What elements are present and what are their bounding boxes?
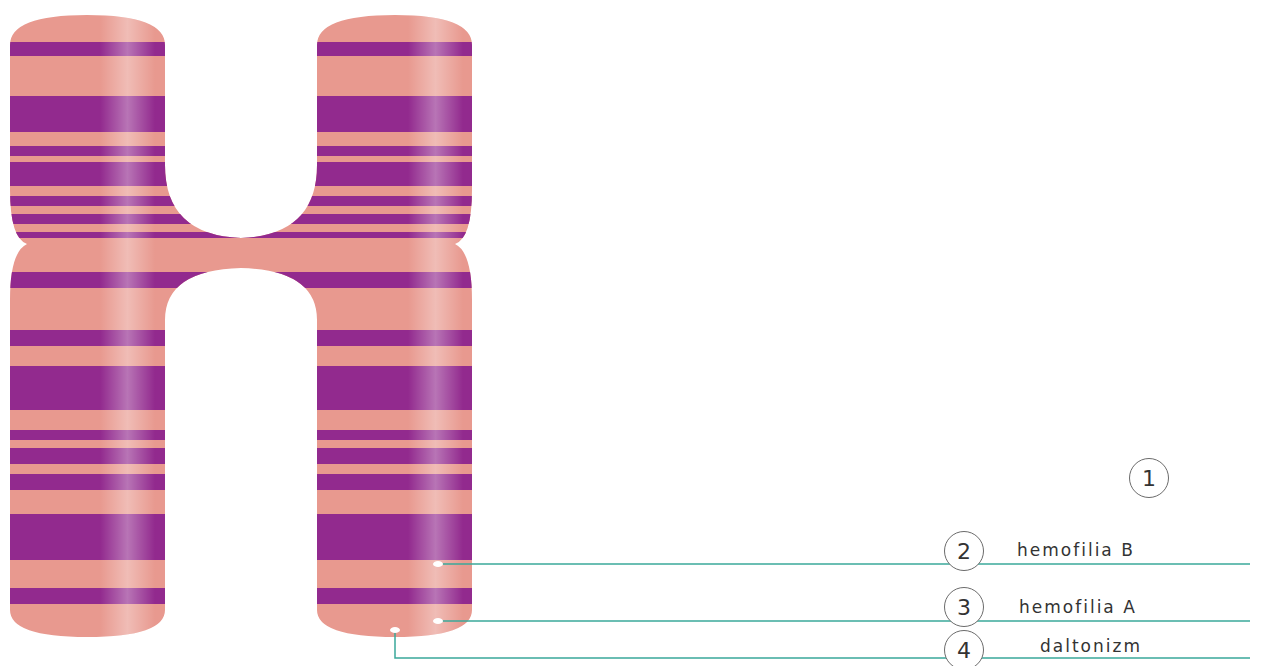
disease-label: daltonizm	[1040, 636, 1142, 656]
disease-label: hemofilia B	[1017, 540, 1135, 560]
callout-circle: 3	[944, 587, 984, 627]
disease-label: hemofilia A	[1019, 597, 1137, 617]
gene-loci	[390, 561, 443, 633]
leader-lines	[395, 564, 1250, 658]
callout-number: 4	[957, 638, 971, 663]
callout-circle: 1	[1129, 458, 1169, 498]
callout-number: 3	[957, 595, 971, 620]
callout-circle: 4	[944, 630, 984, 666]
callout-number: 1	[1142, 466, 1156, 491]
callout-number: 2	[957, 539, 971, 564]
chromosome-body	[0, 0, 480, 666]
callout-circle: 2	[944, 531, 984, 571]
